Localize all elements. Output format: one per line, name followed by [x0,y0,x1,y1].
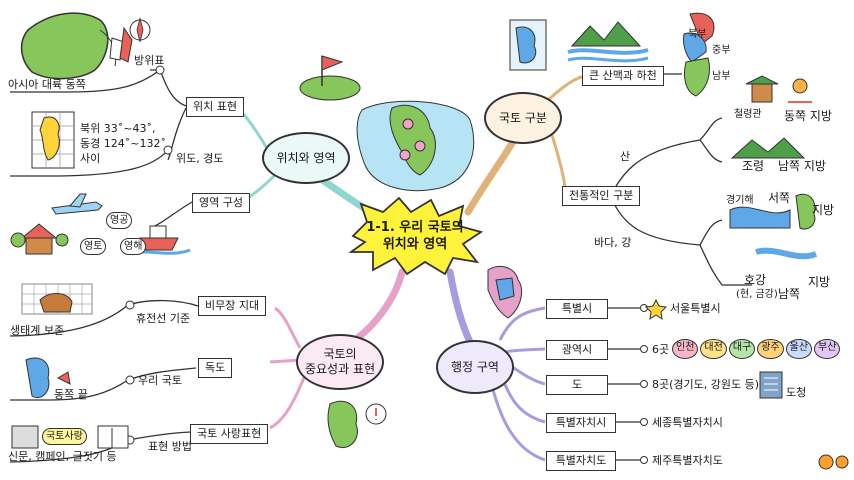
honam-region: 남쪽 [778,287,801,301]
coords-line1: 북위 33˚~43˚, [80,122,156,135]
region-north: 북부 [688,29,707,40]
trad-box: 전통적인 구분 [562,186,641,206]
yeongnam-region: 남쪽 지방 [778,159,826,173]
metro-badge-5: 부산 [814,339,841,359]
giho-name: 경기해 [726,195,754,206]
dmz-basis: 휴전선 기준 [136,312,191,325]
love-sign: 국토사랑 [42,428,87,445]
admin-desc-2: 8곳(경기도, 강원도 등) [652,378,760,391]
territory-air: 영공 [106,212,133,229]
topic-admin-label: 행정 구역 [451,359,499,374]
honam-note: (현, 금강) [736,289,778,300]
coords-line3: 사이 [80,152,101,165]
giho-region2: 지방 [812,203,835,217]
branch-importance [351,268,406,344]
honam-name: 호강 [744,273,767,287]
honam-region2: 지방 [808,275,831,289]
region-south: 남부 [712,71,731,82]
admin-desc-0: 서울특별시 [670,302,721,315]
territory-sea: 영해 [120,238,147,255]
gwandong-region: 동쪽 지방 [784,109,832,123]
admin-desc-3: 세종특별자치시 [652,416,723,429]
asia-east-label: 아시아 대륙 동쪽 [8,78,86,91]
topic-importance-line2: 중요성과 표현 [304,362,376,376]
east-end-label: 동쪽 끝 [54,388,88,401]
coords-line2: 동경 124˚~132˚ [80,137,166,150]
topic-division-label: 국토 구분 [499,110,547,125]
topic-importance-line1: 국토의 [323,347,357,361]
metro-badge-2: 대구 [728,339,756,359]
dochung-label: 도청 [786,386,807,399]
giho-region: 서쪽 [768,191,791,205]
topic-position-label: 위치와 영역 [276,150,336,165]
compass-label: 방위표 [134,54,165,67]
region-central: 중부 [712,45,731,56]
admin-box-2: 도 [546,375,608,395]
loc-box: 위치 표현 [186,97,244,117]
center-title-line1: 1-1. 우리 국토의 [366,220,464,235]
media-label: 신문, 캠페인, 글짓기 등 [8,450,117,463]
metro-badge-3: 광주 [757,339,784,359]
center-burst [348,196,484,276]
ecology-label: 생태계 보존 [10,324,65,337]
dokdo-box: 독도 [198,358,233,378]
admin-box-1: 광역시 [546,340,608,360]
admin-box-0: 특별시 [546,299,608,319]
topic-importance: 국토의 중요성과 표현 [296,334,384,390]
latlon-label: 위도, 경도 [176,152,224,165]
terr-box: 영역 구성 [192,193,250,213]
metro-badge-0: 인천 [672,339,699,359]
territory-land: 영토 [80,238,107,255]
river-sea-label: 바다, 강 [594,236,632,249]
mountain-label: 산 [620,150,631,163]
love-box: 국토 사랑표현 [190,424,269,444]
admin-box-4: 특별자치도 [546,451,616,471]
branch-admin [446,268,474,346]
admin-desc-4: 제주특별자치도 [652,454,723,467]
metro-badge-1: 대전 [700,339,727,359]
mountain-box: 큰 산맥과 하천 [582,66,664,86]
admin-desc-1: 6곳 [652,343,670,356]
expr-method: 표현 방법 [148,440,192,453]
our-land-label: 우리 국토 [138,374,182,387]
topic-position: 위치와 영역 [262,132,350,184]
yeongnam-name: 조령 [742,159,765,173]
gwandong-name: 철령관 [734,109,762,120]
metro-badge-4: 울산 [785,339,813,359]
topic-division: 국토 구분 [484,92,562,144]
center-title-line2: 위치와 영역 [382,237,448,252]
topic-admin: 행정 구역 [436,340,514,394]
admin-box-3: 특별자치시 [546,413,616,433]
dmz-box: 비무장 지대 [198,296,267,316]
